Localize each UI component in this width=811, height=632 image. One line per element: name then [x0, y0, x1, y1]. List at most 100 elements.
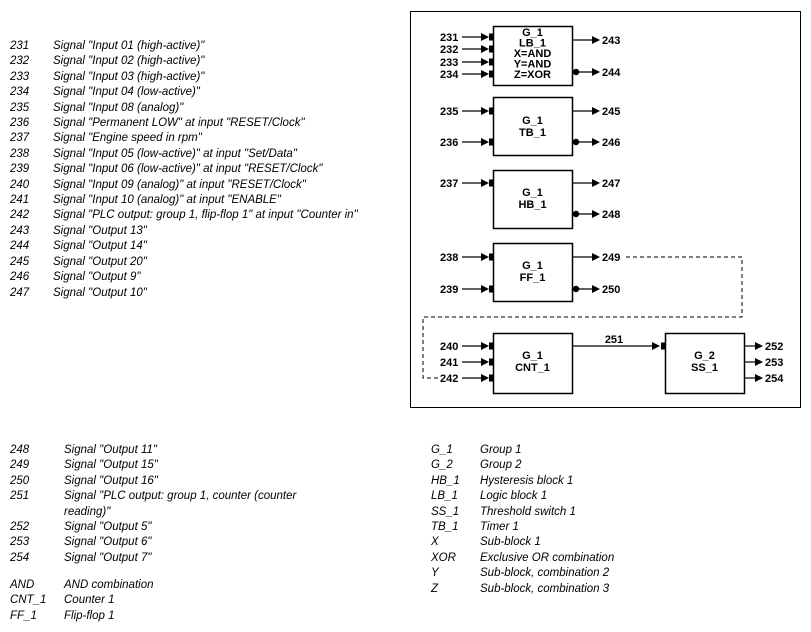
- input-label: 231: [440, 32, 458, 44]
- block-label: G_1: [522, 115, 543, 127]
- arrowhead: [481, 58, 489, 66]
- input-pin: [489, 253, 494, 261]
- signal-legend-item-description: Signal "Engine speed in rpm": [53, 132, 202, 145]
- signal-legend-item-description: Signal "Output 14": [53, 240, 147, 253]
- input-pin: [489, 179, 494, 187]
- arrowhead: [481, 70, 489, 78]
- signal-legend-item-description: Signal "Input 08 (analog)": [53, 101, 184, 114]
- block-label: TB_1: [519, 127, 546, 139]
- signal-legend-item-key: 249: [10, 459, 30, 472]
- output-label: 244: [602, 67, 621, 79]
- input-pin: [489, 58, 494, 66]
- output-label: 249: [602, 252, 620, 264]
- block-label: LB_1: [519, 38, 546, 50]
- input-pin: [489, 374, 494, 382]
- signal-legend-item-key: 238: [10, 147, 30, 160]
- input-label: 236: [440, 137, 458, 149]
- signal-legend-item-description: Signal "Output 6": [64, 536, 152, 549]
- abbreviation-item-description: Sub-block 1: [480, 536, 541, 549]
- output-label: 253: [765, 357, 783, 369]
- signal-legend-item-key: 250: [10, 474, 30, 487]
- signal-legend-item-key: 241: [10, 194, 30, 207]
- arrowhead: [592, 210, 600, 218]
- input-label: 241: [440, 357, 458, 369]
- abbreviation-item-description: Counter 1: [64, 594, 115, 607]
- abbreviation-item-description: Sub-block, combination 3: [480, 582, 610, 595]
- abbreviation-item-key: X: [431, 536, 439, 549]
- signal-legend-item: 242 Signal "PLC output: group 1, flip-flo…: [10, 208, 370, 223]
- signal-legend-item-description: Signal "Input 03 (high-active)": [53, 70, 205, 83]
- input-pin: [489, 138, 494, 146]
- signal-legend-item-key: 242: [10, 209, 30, 222]
- abbreviation-item-description: Timer 1: [480, 521, 519, 534]
- signal-legend-item-key: 245: [10, 255, 30, 268]
- output-label: 246: [602, 137, 620, 149]
- abbreviation-item: G_1 Group 1: [431, 443, 731, 458]
- input-pin: [489, 107, 494, 115]
- abbreviation-item-key: Y: [431, 567, 439, 580]
- output-label: 243: [602, 35, 620, 47]
- arrowhead: [481, 138, 489, 146]
- signal-legend-item-key: 247: [10, 286, 30, 299]
- signal-legend-item: 249 Signal "Output 15": [10, 458, 330, 473]
- arrowhead: [592, 285, 600, 293]
- input-pin: [489, 45, 494, 53]
- abbreviation-item-key: G_1: [431, 444, 453, 456]
- signal-legend-item-key: 248: [10, 444, 30, 456]
- abbreviation-item-description: Logic block 1: [480, 490, 548, 503]
- arrowhead: [755, 342, 763, 350]
- abbreviation-item-key: CNT_1: [10, 594, 47, 607]
- block-label: SS_1: [691, 362, 718, 374]
- arrowhead: [481, 285, 489, 293]
- block-label: Z=XOR: [514, 69, 551, 81]
- input-label: 233: [440, 57, 458, 69]
- abbreviation-item: Y Sub-block, combination 2: [431, 566, 731, 581]
- block-hb1: [492, 169, 574, 230]
- signal-legend-item: 235 Signal "Input 08 (analog)": [10, 101, 370, 116]
- arrowhead: [592, 179, 600, 187]
- arrowhead: [755, 358, 763, 366]
- arrowhead: [481, 33, 489, 41]
- abbreviation-item-key: G_2: [431, 459, 453, 472]
- arrowhead: [481, 374, 489, 382]
- signal-legend-item-description: Signal "Output 15": [64, 459, 158, 472]
- signal-legend-item-description: Signal "Input 02 (high-active)": [53, 55, 205, 68]
- signal-legend-item-key: 233: [10, 70, 30, 83]
- signal-legend-item-description: Signal "Output 5": [64, 521, 152, 534]
- abbreviation-item-description: Group 1: [480, 444, 522, 456]
- arrowhead: [481, 179, 489, 187]
- arrowhead: [481, 253, 489, 261]
- signal-legend-item-key: 231: [10, 40, 30, 52]
- signal-legend-item-key: 253: [10, 536, 30, 549]
- arrowhead: [592, 36, 600, 44]
- abbreviation-item-description: Sub-block, combination 2: [480, 567, 610, 580]
- abbreviation-item-description: Group 2: [480, 459, 522, 472]
- signal-legend-item-key: 252: [10, 521, 30, 534]
- arrowhead: [481, 342, 489, 350]
- signal-legend-item-description: Signal "PLC output: group 1, flip-flop 1…: [53, 209, 358, 222]
- signal-legend-item-key: 235: [10, 101, 30, 114]
- signal-legend-item: 253 Signal "Output 6": [10, 535, 330, 550]
- signal-legend-item-key: 251: [10, 490, 30, 503]
- input-label: 238: [440, 252, 458, 264]
- signal-legend-item-description: Signal "Output 7": [64, 551, 152, 564]
- output-label: 252: [765, 341, 783, 353]
- block-label: FF_1: [520, 272, 546, 284]
- block-label: CNT_1: [515, 362, 550, 374]
- abbreviation-item-key: HB_1: [431, 474, 460, 487]
- output-label: 254: [765, 373, 784, 385]
- abbreviation-item-description: Exclusive OR combination: [480, 551, 615, 564]
- signal-legend-item-key: 236: [10, 117, 30, 130]
